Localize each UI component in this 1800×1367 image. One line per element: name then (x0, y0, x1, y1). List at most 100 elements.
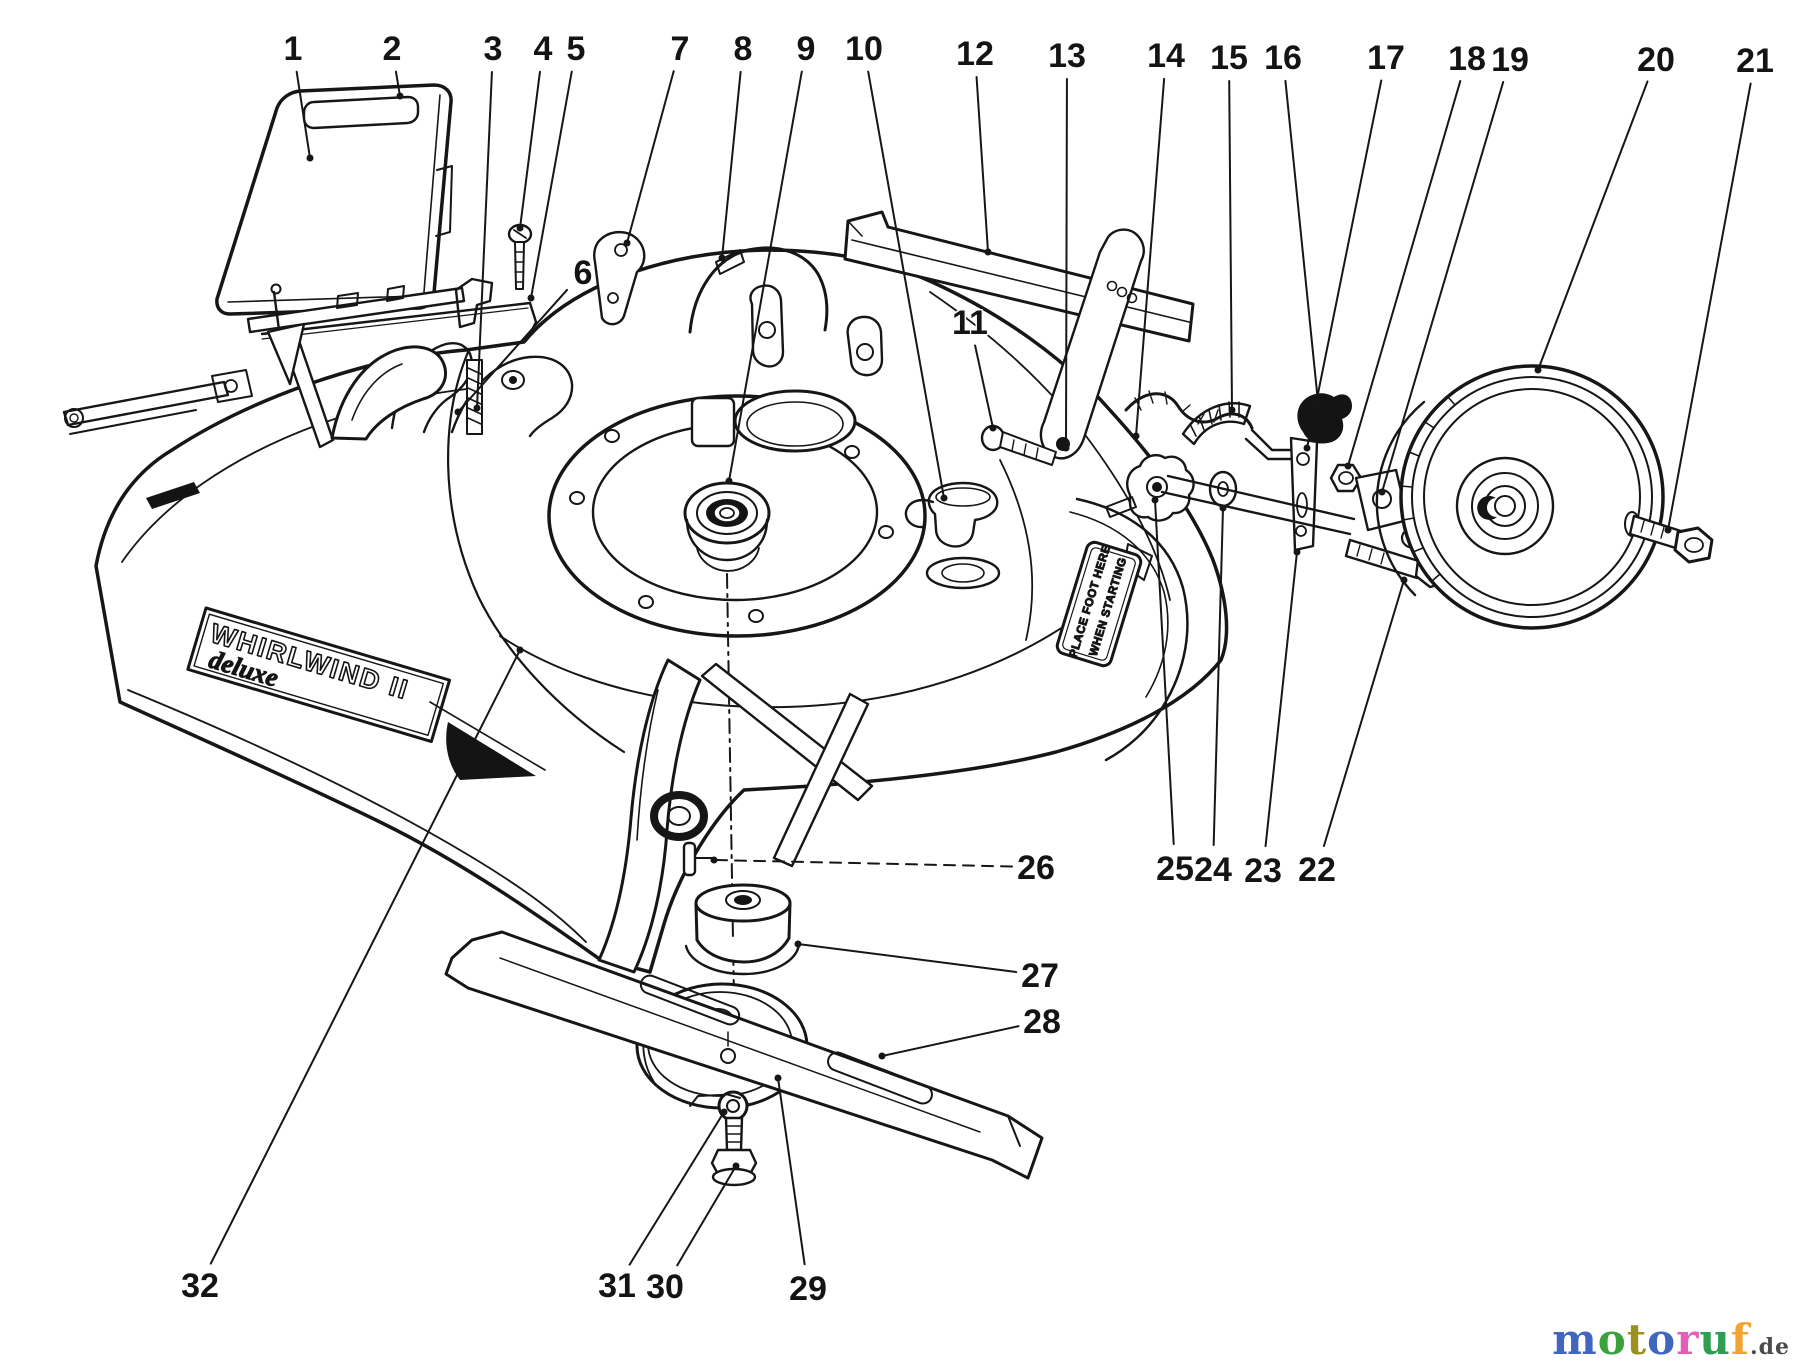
leader-line (394, 70, 401, 97)
blade-assembly (444, 658, 1044, 1187)
callout-label: 12 (956, 35, 994, 73)
crankshaft-bearing (683, 481, 771, 572)
leader-dot (1151, 496, 1159, 504)
leader-dot (940, 494, 948, 502)
leader-line (1347, 80, 1462, 467)
leader-dot (878, 1052, 886, 1060)
leader-line (1212, 507, 1224, 847)
door-screw (507, 223, 533, 290)
callout-label: 27 (1021, 957, 1059, 995)
centerline (726, 573, 735, 1001)
callout-label: 25 (1156, 850, 1194, 888)
callout-label: 26 (1017, 849, 1055, 887)
callout-label: 4 (534, 30, 553, 68)
serrated-quadrant (1181, 401, 1252, 446)
watermark-letter: t (1626, 1315, 1648, 1364)
watermark-letter: m (1552, 1315, 1598, 1364)
leader-dot (1219, 504, 1227, 512)
serpentine-link (1124, 390, 1296, 461)
callout-label: 22 (1298, 851, 1336, 889)
callout-label: 11 (952, 304, 988, 342)
pivot-plate (1289, 436, 1319, 552)
leader-line (1154, 499, 1175, 846)
leader-line (797, 943, 1018, 973)
callout-label: 8 (734, 30, 753, 68)
leader-dot (1534, 366, 1542, 374)
callout-label: 3 (484, 30, 503, 68)
spindle-pin (682, 841, 713, 877)
leader-dot (794, 940, 802, 948)
leader-line (1264, 551, 1298, 848)
door-handle-slot (302, 95, 420, 130)
leader-dot (473, 404, 481, 412)
callout-label: 21 (1736, 42, 1774, 80)
leader-dot (1400, 576, 1408, 584)
leader-dot (720, 1108, 728, 1116)
blade (444, 930, 1044, 1180)
callout-label: 31 (598, 1267, 636, 1305)
wheel-assembly (1375, 364, 1714, 630)
leader-dot (623, 239, 631, 247)
leader-line (626, 70, 675, 244)
callout-label: 29 (789, 1270, 827, 1308)
leader-dot (989, 424, 997, 432)
callout-label: 17 (1367, 39, 1405, 77)
leader-line (1228, 79, 1233, 411)
axle-bolt (1624, 511, 1714, 564)
watermark-letter: o (1597, 1315, 1627, 1364)
rear-loop-bracket (330, 345, 448, 441)
callout-label: 30 (646, 1268, 684, 1306)
leader-line (628, 1111, 725, 1266)
leader-dot (527, 294, 535, 302)
callout-label: 6 (574, 254, 593, 292)
leader-line (867, 70, 945, 499)
lock-washer (717, 1090, 749, 1122)
callout-label: 24 (1194, 851, 1232, 889)
leader-line (476, 70, 493, 409)
leader-dot (1228, 406, 1236, 414)
leader-line (1065, 77, 1068, 449)
leader-dot (774, 1074, 782, 1082)
leader-line (1306, 79, 1383, 449)
callout-label: 5 (567, 30, 586, 68)
leader-line (295, 70, 311, 159)
callout-label: 9 (797, 30, 816, 68)
watermark-logo: motoruf.de (1552, 1319, 1790, 1361)
leader-line (1537, 80, 1649, 371)
leader-dot (1303, 444, 1311, 452)
leader-dot (718, 254, 726, 262)
leader-dot (516, 224, 524, 232)
callout-label: 2 (383, 30, 402, 68)
leader-line (1284, 79, 1319, 403)
hinge-channel (246, 286, 466, 334)
leader-lines (209, 70, 1752, 1267)
callout-label: 7 (671, 30, 690, 68)
leader-dot (1664, 526, 1672, 534)
leader-dot (1062, 444, 1070, 452)
leader-dot (984, 248, 992, 256)
leader-dot (1378, 488, 1386, 496)
callout-label: 1 (284, 30, 303, 68)
watermark-letter: r (1676, 1315, 1700, 1364)
leader-line (530, 70, 573, 299)
leader-line (1322, 579, 1405, 848)
callout-label: 14 (1147, 37, 1185, 75)
side-stripe-decal (146, 482, 200, 509)
leader-line (1667, 82, 1752, 531)
callout-label: 18 (1448, 40, 1486, 78)
callout-label: 20 (1637, 41, 1675, 79)
leader-line (676, 1165, 737, 1267)
leader-dot (306, 154, 314, 162)
leader-line (209, 649, 521, 1265)
callout-label: 13 (1048, 37, 1086, 75)
callout-label: 28 (1023, 1003, 1061, 1041)
leader-line (881, 1025, 1020, 1057)
leader-line (777, 1077, 806, 1266)
leader-dot (710, 856, 718, 864)
leader-dot (1344, 462, 1352, 470)
leader-dot (732, 1162, 740, 1170)
blade-bolt (710, 1116, 758, 1187)
